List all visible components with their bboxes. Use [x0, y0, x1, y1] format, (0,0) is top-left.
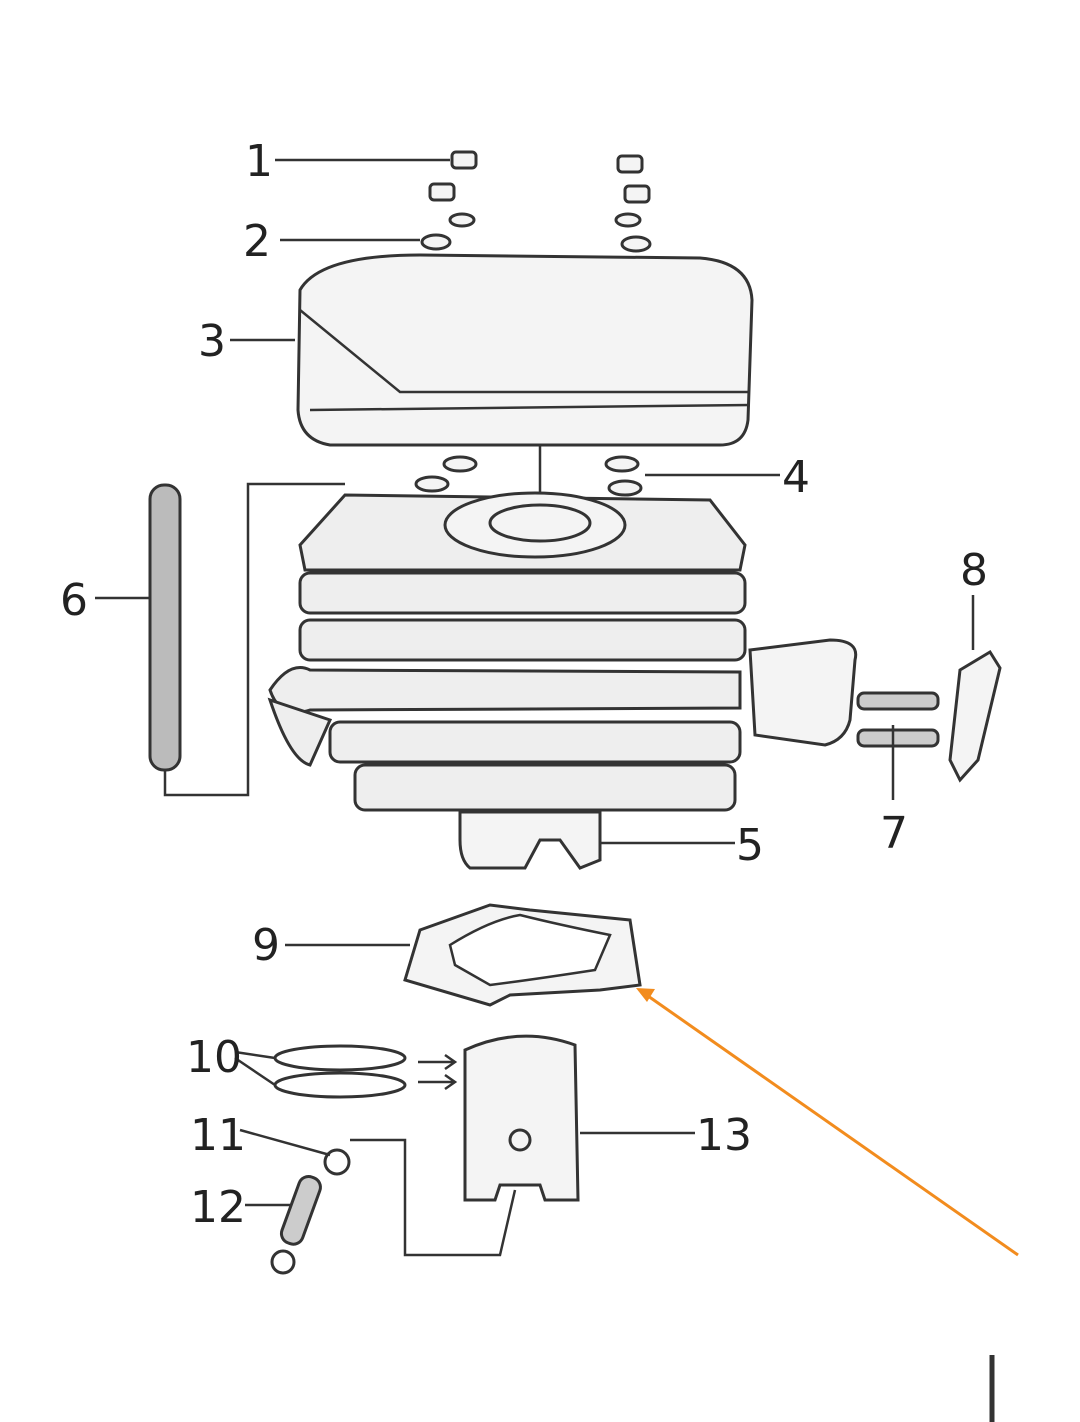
piston-pin: [279, 1175, 322, 1246]
cylinder-body: [267, 491, 858, 870]
label-13: 13: [696, 1110, 752, 1161]
label-2: 2: [243, 216, 271, 267]
label-12: 12: [190, 1182, 246, 1233]
label-7: 7: [880, 808, 908, 859]
studs: [856, 691, 940, 748]
label-4: 4: [782, 452, 810, 503]
label-1: 1: [245, 136, 273, 187]
label-3: 3: [198, 316, 226, 367]
label-5: 5: [736, 820, 764, 871]
piston: [463, 1034, 580, 1202]
label-9: 9: [252, 920, 280, 971]
nuts-and-washers: [420, 150, 652, 253]
head-washers: [414, 455, 643, 497]
annotation-arrow: [636, 988, 1019, 1257]
label-8: 8: [960, 545, 988, 596]
pin-callout-line-2: [350, 1138, 517, 1257]
leader-lines: [95, 158, 975, 1207]
label-11: 11: [190, 1110, 246, 1161]
base-gasket: [403, 903, 642, 1007]
cylinder-head: [296, 253, 754, 525]
dowel-pin: [148, 483, 182, 772]
piston-rings: [273, 1044, 458, 1099]
flange-gasket: [948, 649, 1002, 783]
circlip: [323, 1148, 351, 1176]
circlip-lower: [270, 1249, 296, 1275]
label-6: 6: [60, 575, 88, 626]
label-10: 10: [186, 1032, 242, 1083]
pin-callout-line: [163, 482, 345, 797]
